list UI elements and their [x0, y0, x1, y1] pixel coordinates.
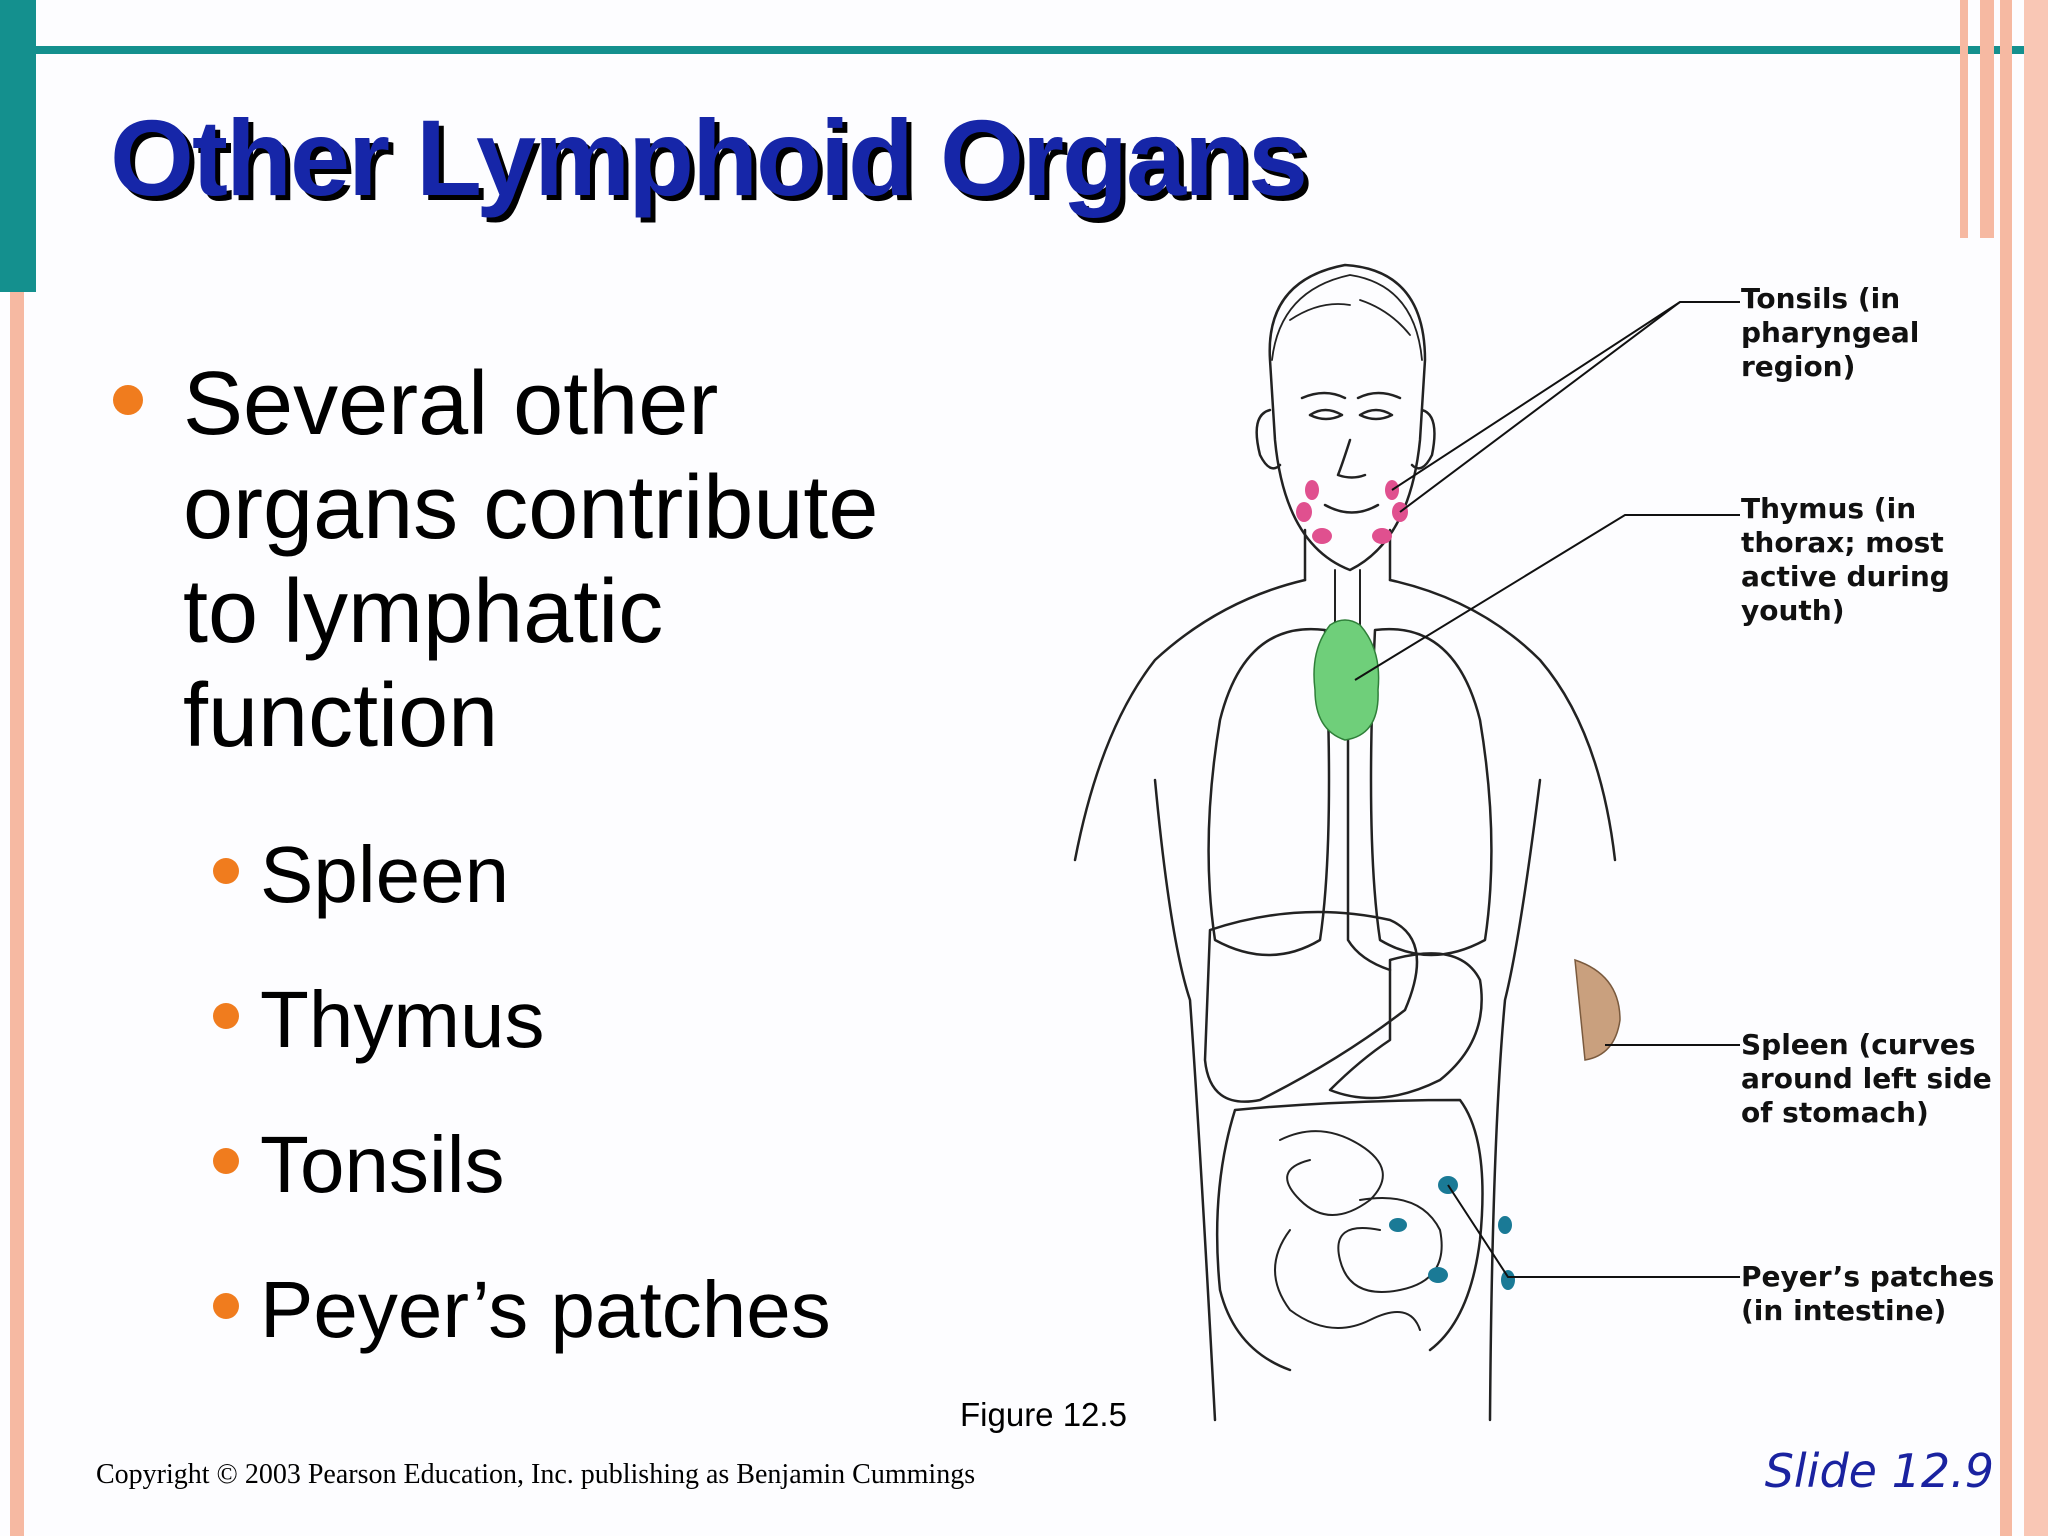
sub-bullet-dot-4: [213, 1293, 239, 1319]
right-salmon-stripe-2: [1980, 0, 1994, 238]
small-intestine: [1274, 1130, 1443, 1331]
hair: [1271, 274, 1423, 361]
spleen-highlight: [1574, 958, 1621, 1061]
left-teal-block: [0, 0, 36, 292]
body-outline: [1073, 578, 1617, 862]
left-lung: [1207, 627, 1331, 957]
right-salmon-stripe-3: [2000, 0, 2012, 1536]
copyright-notice: Copyright © 2003 Pearson Education, Inc.…: [96, 1459, 976, 1490]
label-tonsils: Tonsils (in pharyngeal region): [1741, 282, 1929, 383]
liver: [1203, 910, 1419, 1103]
stomach: [1328, 952, 1483, 1100]
left-salmon-stripe: [10, 292, 24, 1536]
head: [1268, 263, 1427, 572]
thymus-highlight: [1313, 619, 1380, 741]
label-peyers-patches: Peyer’s patches (in intestine): [1741, 1260, 2004, 1327]
label-thymus: Thymus (in thorax; most active during yo…: [1741, 492, 1960, 627]
right-lung: [1369, 627, 1493, 957]
ears: [1255, 408, 1436, 470]
sub-bullet-spleen: Spleen: [260, 830, 510, 919]
large-intestine: [1215, 1098, 1484, 1372]
nose: [1336, 438, 1367, 479]
sub-bullet-dot-1: [213, 858, 239, 884]
torso-right: [1488, 778, 1542, 1422]
right-salmon-stripe-4: [2024, 0, 2048, 1536]
main-bullet-dot: [113, 385, 143, 415]
sub-bullet-dot-2: [213, 1003, 239, 1029]
main-bullet-text: Several other organs contribute to lymph…: [183, 354, 879, 766]
torso-left: [1153, 778, 1217, 1422]
label-spleen: Spleen (curves around left side of stoma…: [1741, 1028, 2002, 1129]
top-teal-rule: [0, 46, 2030, 54]
mouth: [1323, 503, 1380, 514]
sub-bullet-peyers: Peyer’s patches: [260, 1265, 831, 1354]
lymphoid-organs-figure: Tonsils (in pharyngeal region) Thymus (i…: [1073, 263, 2004, 1422]
slide-number: Slide 12.9: [1764, 1444, 1994, 1498]
slide-title: Other Lymphoid Organs: [110, 97, 1308, 218]
sub-bullet-thymus: Thymus: [260, 975, 545, 1064]
sub-bullet-dot-3: [213, 1148, 239, 1174]
esophagus: [1346, 708, 1392, 972]
right-salmon-stripe-1: [1960, 0, 1968, 238]
figure-caption: Figure 12.5: [960, 1396, 1127, 1433]
eyes: [1308, 408, 1394, 421]
sub-bullet-tonsils: Tonsils: [260, 1120, 505, 1209]
brows: [1300, 391, 1402, 400]
peyers-patches-highlight: [1389, 1176, 1515, 1290]
